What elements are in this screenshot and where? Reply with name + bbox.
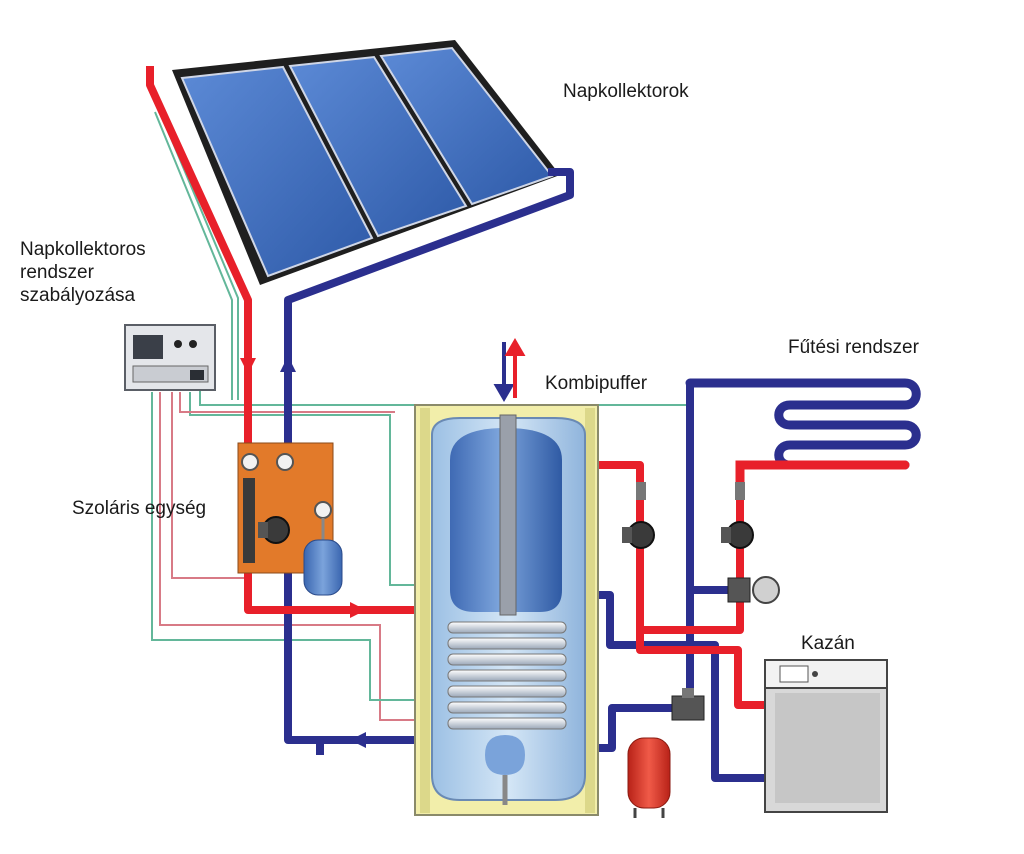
heating-expansion-vessel: [627, 737, 671, 818]
label-heating: Fűtési rendszer: [788, 337, 919, 358]
collector-panel-2: [288, 55, 468, 238]
arrow-down-hot: [240, 358, 256, 374]
cold-pipe-tank-bottom: [598, 704, 670, 752]
collector-flow-pipe: [146, 66, 428, 614]
cold-pipe-tank-to-boiler: [598, 591, 765, 782]
label-controller-line2: rendszer: [20, 262, 94, 283]
sensor-wire-tank-mid: [189, 392, 435, 586]
kombipuffer-tank: [414, 404, 599, 816]
label-collectors: Napkollektorok: [563, 81, 689, 102]
solar-collectors: [172, 40, 560, 285]
label-controller-line3: szabályozása: [20, 285, 136, 306]
heating-coil: [685, 378, 921, 490]
flow-arrows: [240, 356, 366, 748]
sensor-wire-red-2: [159, 392, 435, 721]
label-solar-unit: Szoláris egység: [72, 498, 207, 519]
dhw-arrows-icon: [493, 338, 526, 402]
sensor-wire-collector-green: [159, 111, 239, 400]
solar-controller: [124, 324, 216, 391]
mixing-valve: [727, 576, 780, 604]
sensor-wire-red-3: [179, 392, 395, 413]
collector-outlet-stub: [288, 736, 324, 755]
solar-unit-gauge-right: [276, 453, 294, 471]
collector-panel-1: [180, 65, 374, 278]
arrow-left-cold: [350, 732, 366, 748]
label-controller-line1: Napkollektoros: [20, 239, 146, 260]
label-controller: Napkollektoros rendszer szabályozása: [20, 238, 220, 307]
sensor-wire-green-low: [151, 392, 435, 701]
hot-pipe-to-boiler: [636, 630, 765, 709]
arrow-right-hot: [350, 602, 366, 618]
sensor-wires: [151, 111, 690, 721]
label-boiler: Kazán: [801, 633, 855, 654]
sensor-wire-collector-green-2: [154, 111, 233, 400]
heating-pump-2: [721, 482, 754, 549]
solar-unit-manometer: [314, 501, 332, 519]
three-way-valve: [671, 688, 705, 721]
label-buffer: Kombipuffer: [545, 373, 648, 394]
heating-pump-1: [622, 482, 655, 549]
arrow-up-cold: [280, 356, 296, 372]
hot-pipe-tank-to-pump: [598, 461, 744, 634]
tank-heat-exchanger-coil: [447, 621, 567, 730]
solar-expansion-vessel: [303, 539, 343, 596]
solar-unit-gauge-left: [241, 453, 259, 471]
boiler: [764, 659, 888, 813]
sensor-wire-red-1: [171, 392, 245, 579]
